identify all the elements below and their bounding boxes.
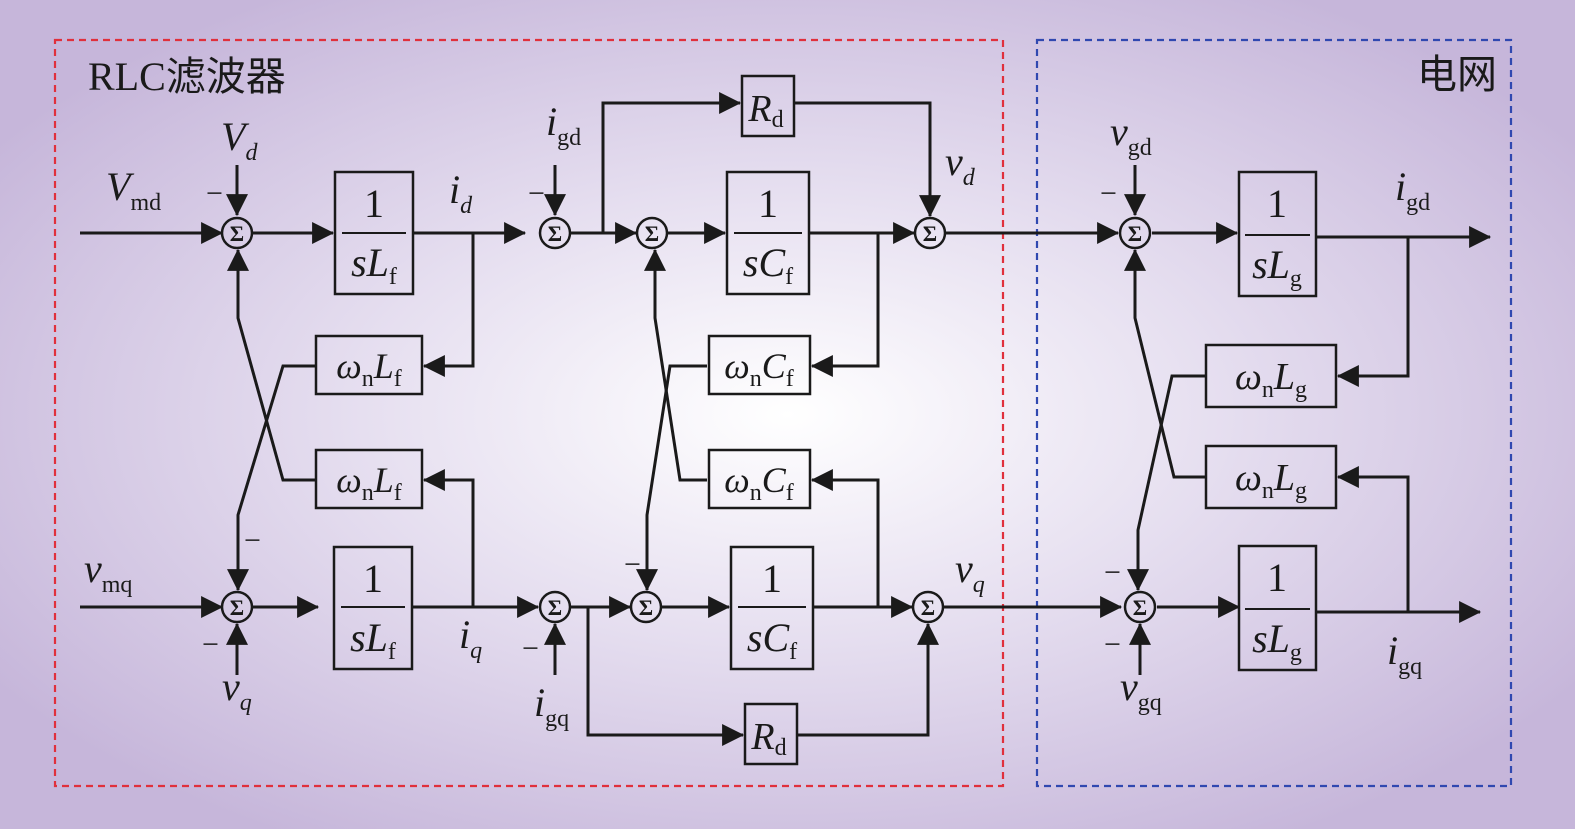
filter-region-border [53, 38, 1005, 788]
block-omega-Lf-lower: ωnLf [314, 448, 424, 510]
svg-text:Σ: Σ [548, 595, 562, 620]
sum-junction-vd-output: Σ [913, 216, 947, 250]
label-iq: iq [459, 612, 482, 664]
svg-text:Rd: Rd [747, 88, 783, 133]
svg-text:ωnCf: ωnCf [724, 460, 793, 506]
filter-region-title: RLC滤波器 [88, 54, 286, 99]
svg-text:1: 1 [1267, 555, 1287, 600]
svg-text:ωnCf: ωnCf [724, 346, 793, 392]
svg-text:Σ: Σ [230, 221, 244, 246]
minus-sign: − [244, 524, 261, 557]
svg-text:sLg: sLg [1252, 242, 1302, 292]
grid-region-border [1035, 38, 1513, 788]
svg-text:sLg: sLg [1252, 616, 1302, 666]
minus-signs: − − − − − − − − − [202, 177, 1121, 665]
label-igd-input: igd [546, 99, 581, 151]
block-omega-Lg-upper: ωnLg [1204, 343, 1338, 409]
block-Rd-d: Rd [740, 74, 796, 138]
svg-text:ωnLg: ωnLg [1235, 356, 1307, 403]
sum-junction-igq: Σ [538, 590, 572, 624]
label-vq: vq [955, 546, 985, 598]
block-1-over-sLg-d: 1 sLg [1237, 170, 1318, 298]
svg-text:ωnLf: ωnLf [336, 460, 401, 506]
label-vgq-input: vgq [1120, 664, 1162, 716]
label-id: id [449, 167, 473, 219]
label-vd: vd [945, 139, 976, 191]
signal-wires [80, 92, 1492, 746]
svg-text:1: 1 [758, 181, 778, 226]
minus-sign: − [202, 628, 219, 661]
sum-junction-vd-input: Σ [220, 216, 254, 250]
label-igd-output: igd [1395, 164, 1430, 216]
sum-junction-cf-q: Σ [629, 590, 663, 624]
block-omega-Cf-lower: ωnCf [707, 448, 812, 510]
minus-sign: − [1100, 177, 1117, 210]
sum-junction-vgd: Σ [1118, 216, 1152, 250]
svg-text:Σ: Σ [1128, 221, 1142, 246]
block-Rd-q: Rd [743, 702, 799, 766]
label-igq-input: igq [534, 680, 569, 732]
sum-junction-vq-input: Σ [220, 590, 254, 624]
label-Vd-input: Vd [221, 114, 258, 166]
svg-text:sLf: sLf [350, 615, 396, 665]
svg-text:Σ: Σ [645, 221, 659, 246]
sum-junction-vgq: Σ [1123, 590, 1157, 624]
grid-region-title: 电网 [1417, 52, 1497, 97]
svg-text:Σ: Σ [923, 221, 937, 246]
label-vgd-input: vgd [1110, 109, 1152, 161]
svg-text:sCf: sCf [747, 615, 797, 665]
svg-text:1: 1 [762, 556, 782, 601]
svg-text:Σ: Σ [1133, 595, 1147, 620]
block-1-over-sLg-q: 1 sLg [1237, 544, 1318, 672]
svg-text:sLf: sLf [351, 240, 397, 290]
block-1-over-sLf-q: 1 sLf [332, 545, 414, 671]
svg-text:Σ: Σ [921, 595, 935, 620]
svg-text:Σ: Σ [639, 595, 653, 620]
sum-junction-cf-d: Σ [635, 216, 669, 250]
block-omega-Lg-lower: ωnLg [1204, 444, 1338, 510]
label-vmq: vmq [84, 546, 132, 598]
label-vq-input: vq [222, 664, 252, 716]
svg-text:1: 1 [1267, 181, 1287, 226]
svg-text:Rd: Rd [750, 716, 786, 761]
minus-sign: − [1104, 556, 1121, 589]
block-1-over-sCf-q: 1 sCf [729, 545, 815, 671]
label-Vmd: Vmd [106, 164, 161, 216]
minus-sign: − [1104, 628, 1121, 661]
svg-text:1: 1 [363, 556, 383, 601]
svg-text:sCf: sCf [743, 240, 793, 290]
minus-sign: − [528, 177, 545, 210]
svg-text:ωnLg: ωnLg [1235, 457, 1307, 504]
sum-junction-vq-output: Σ [911, 590, 945, 624]
minus-sign: − [522, 632, 539, 665]
sum-junction-igd: Σ [538, 216, 572, 250]
block-1-over-sLf-d: 1 sLf [333, 170, 415, 296]
block-1-over-sCf-d: 1 sCf [725, 170, 811, 296]
block-omega-Lf-upper: ωnLf [314, 334, 424, 396]
summing-junctions: Σ Σ Σ Σ Σ Σ Σ Σ Σ Σ [220, 216, 1157, 624]
svg-text:Σ: Σ [230, 595, 244, 620]
label-igq-output: igq [1387, 628, 1422, 680]
svg-text:ωnLf: ωnLf [336, 346, 401, 392]
block-omega-Cf-upper: ωnCf [707, 334, 812, 396]
minus-sign: − [206, 177, 223, 210]
minus-sign: − [624, 548, 641, 581]
svg-text:1: 1 [364, 181, 384, 226]
svg-text:Σ: Σ [548, 221, 562, 246]
signal-labels: Vmd Vd id igd vd vgd igd vmq vq iq igq v… [84, 99, 1430, 732]
